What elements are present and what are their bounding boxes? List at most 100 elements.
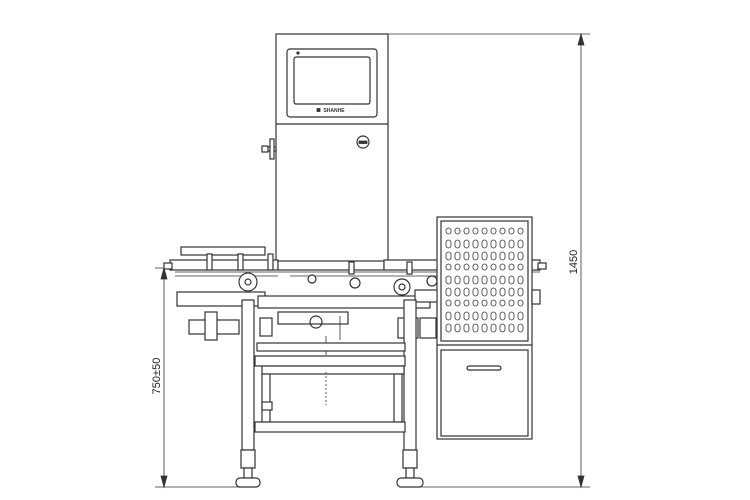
vent-slot (445, 275, 452, 285)
vent-slot (463, 263, 470, 271)
vent-slot (463, 311, 470, 321)
vent-slot (472, 263, 479, 271)
vent-slot (517, 251, 524, 261)
vent-slot (499, 287, 506, 297)
vent-slot (499, 299, 506, 307)
vent-slot (508, 251, 515, 261)
indicator-light-icon (296, 51, 300, 55)
vent-slot (490, 287, 497, 297)
vent-slot (472, 239, 479, 249)
vent-slot (454, 299, 461, 307)
vent-slot (490, 275, 497, 285)
vent-slot (517, 275, 524, 285)
vent-slot (481, 287, 488, 297)
vent-slot (445, 287, 452, 297)
drive-roller-icon (238, 272, 258, 292)
vent-slot (508, 323, 515, 333)
vent-slot (445, 239, 452, 249)
vent-slot (445, 251, 452, 261)
vent-slot (517, 287, 524, 297)
vent-slot (481, 299, 488, 307)
vent-slot (508, 263, 515, 271)
vent-slot (481, 251, 488, 261)
vent-slot (490, 323, 497, 333)
vent-slot (517, 323, 524, 333)
vent-slot (454, 323, 461, 333)
vent-slot (472, 275, 479, 285)
vent-slot (499, 239, 506, 249)
vent-slot (508, 287, 515, 297)
vent-slot (472, 323, 479, 333)
vent-slot (472, 227, 479, 235)
vent-slot (499, 251, 506, 261)
vent-slot (481, 227, 488, 235)
vent-slot (517, 227, 524, 235)
vent-slot (490, 299, 497, 307)
dimension-arrow-bottom (577, 475, 585, 489)
vent-slot (472, 299, 479, 307)
vent-slot (490, 227, 497, 235)
reject-bin (436, 216, 541, 440)
vent-slot (499, 323, 506, 333)
vent-slot (463, 227, 470, 235)
vent-slot (472, 311, 479, 321)
dimension-arrow-bottom (160, 475, 168, 489)
vent-slot (490, 239, 497, 249)
vent-slot (499, 311, 506, 321)
vent-slot (463, 239, 470, 249)
working-height-label: 750±50 (151, 358, 163, 395)
vent-slot (445, 263, 452, 271)
vent-slot (517, 263, 524, 271)
vent-slot (445, 227, 452, 235)
vent-slot (481, 263, 488, 271)
leveling-foot-right (396, 449, 424, 488)
vent-slot (508, 299, 515, 307)
overall-height-dimension: 1450 (388, 32, 590, 489)
vent-slot (463, 251, 470, 261)
vent-slot (454, 227, 461, 235)
vent-slot (454, 263, 461, 271)
control-cabinet: SHANHE (261, 33, 389, 265)
vent-slot (481, 323, 488, 333)
ventilation-slots (445, 227, 524, 333)
dimension-arrow-top (577, 32, 585, 46)
vent-slot (517, 311, 524, 321)
vent-slot (517, 299, 524, 307)
vent-slot (508, 275, 515, 285)
leveling-foot-left (235, 449, 261, 488)
bin-drawer-handle (466, 365, 502, 371)
vent-slot (463, 323, 470, 333)
vent-slot (472, 287, 479, 297)
overall-height-label: 1450 (568, 250, 580, 274)
vent-slot (481, 275, 488, 285)
vent-slot (490, 251, 497, 261)
vent-slot (454, 275, 461, 285)
dimension-arrow-top (160, 266, 168, 280)
vent-slot (508, 227, 515, 235)
screen-brand-label: SHANHE (323, 108, 345, 114)
vent-slot (454, 287, 461, 297)
vent-slot (490, 263, 497, 271)
vent-slot (508, 239, 515, 249)
vent-slot (499, 263, 506, 271)
brand-logo-icon (316, 108, 321, 112)
infeed-cover (180, 246, 266, 256)
vent-slot (445, 299, 452, 307)
vent-slot (454, 239, 461, 249)
vent-slot (445, 311, 452, 321)
drive-roller-icon (393, 278, 411, 296)
vent-slot (499, 227, 506, 235)
side-handle-icon (261, 138, 277, 160)
vent-slot (517, 239, 524, 249)
working-height-dimension: 750±50 (151, 266, 240, 489)
vent-slot (454, 251, 461, 261)
vent-slot (481, 239, 488, 249)
vent-slot (490, 311, 497, 321)
cabinet-lock-icon (356, 135, 370, 149)
vent-slot (445, 323, 452, 333)
vent-slot (499, 275, 506, 285)
vent-slot (463, 287, 470, 297)
vent-slot (454, 311, 461, 321)
vent-slot (463, 299, 470, 307)
